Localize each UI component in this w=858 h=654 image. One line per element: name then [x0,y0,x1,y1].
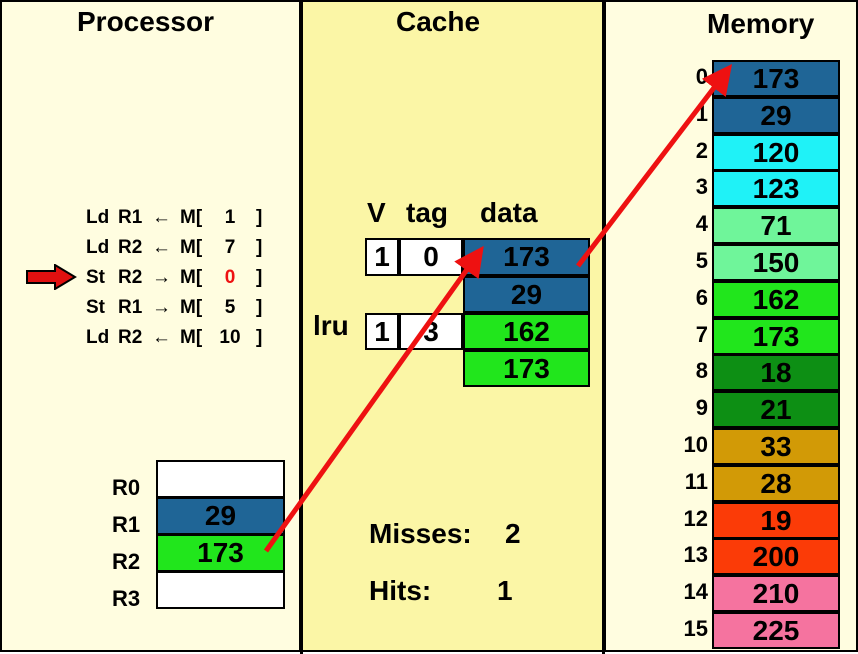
memory-cell: 173 [712,317,840,355]
memory-cell: 120 [712,133,840,171]
instruction-op: St [86,267,105,288]
memory-cell: 19 [712,501,840,539]
instruction-mem: M[ [180,327,203,348]
register-r2-value: 173 [156,534,285,572]
instruction-register: R2 [118,267,143,288]
divider [300,0,303,654]
memory-cell: 162 [712,280,840,318]
memory-address: 7 [695,321,708,347]
memory-address: 4 [695,211,708,237]
memory-address: 11 [684,468,708,494]
memory-cell: 29 [712,96,840,134]
instruction-address: 7 [224,237,236,258]
memory-address: 14 [683,579,708,605]
memory-address: 12 [683,505,708,531]
memory-address: 8 [695,358,708,384]
memory-cell: 123 [712,170,840,208]
cache-line-0-word-0: 173 [463,238,590,276]
instruction-direction: → [152,297,171,318]
instruction-op: Ld [86,237,110,258]
misses-label: Misses: [369,518,472,549]
register-label: R2 [112,549,141,574]
memory-cell: 225 [712,612,840,649]
memory-cell: 150 [712,244,840,281]
instruction-mem: M[ [180,297,203,318]
hits-count: 1 [497,575,513,606]
instruction-register: R1 [118,207,143,228]
memory-cell: 71 [712,207,840,245]
lru-label: lru [313,310,349,341]
register-label: R3 [112,586,141,611]
misses-count: 2 [505,518,521,549]
cache-header-valid: V [367,197,386,228]
instruction-direction: → [152,267,171,288]
instruction-register: R1 [118,297,143,318]
cache-line-1-valid: 1 [365,313,399,350]
instruction-mem: M[ [180,207,203,228]
cache-line-0-valid: 1 [365,238,399,276]
instruction-close: ] [256,327,263,348]
memory-cell: 210 [712,575,840,613]
instruction-op: Ld [86,327,110,348]
register-r3-value [156,571,285,609]
instruction-register: R2 [118,327,143,348]
memory-address: 6 [695,284,708,310]
memory-cell: 28 [712,464,840,502]
memory-title: Memory [707,8,815,39]
instruction-address: 1 [224,207,236,228]
memory-cell: 21 [712,391,840,429]
cache-line-1-word-0: 162 [463,313,590,350]
instruction-close: ] [256,267,263,288]
instruction-direction: ← [152,327,171,348]
instruction-direction: ← [152,237,171,258]
register-label: R0 [112,475,141,500]
instruction-op: Ld [86,207,110,228]
instruction-mem: M[ [180,267,203,288]
instruction-close: ] [256,237,263,258]
register-to-cache-arrow [263,245,484,553]
cache-line-0-tag: 0 [399,238,463,276]
memory-address: 15 [683,616,708,641]
instruction-address: 5 [224,297,236,318]
instruction-direction: ← [152,207,171,228]
memory-address: 10 [683,432,708,457]
memory-address: 3 [695,174,708,200]
cache-line-0-word-1: 29 [463,276,590,313]
current-instruction-arrow-icon [26,264,77,290]
memory-address: 5 [695,248,708,273]
memory-cell: 173 [712,60,840,97]
instruction-mem: M[ [180,237,203,258]
cache-line-1-word-1: 173 [463,350,590,387]
cache-to-memory-arrow [576,64,733,268]
memory-address: 2 [695,137,708,163]
instruction-close: ] [256,297,263,318]
instruction-address: 10 [219,327,241,348]
instruction-op: St [86,297,105,318]
register-label: R1 [112,512,141,537]
processor-title: Processor [77,6,214,37]
cache-header-data: data [480,197,538,228]
instruction-close: ] [256,207,263,228]
cache-header-tag: tag [406,197,448,228]
instruction-address: 0 [224,267,236,288]
hits-label: Hits: [369,575,432,606]
instruction-register: R2 [118,237,143,258]
memory-cell: 18 [712,354,840,392]
divider [602,0,605,654]
memory-address: 13 [683,542,708,568]
cache-title: Cache [396,6,481,37]
memory-cell: 33 [712,428,840,465]
memory-cell: 200 [712,538,840,576]
memory-address: 9 [695,395,708,421]
